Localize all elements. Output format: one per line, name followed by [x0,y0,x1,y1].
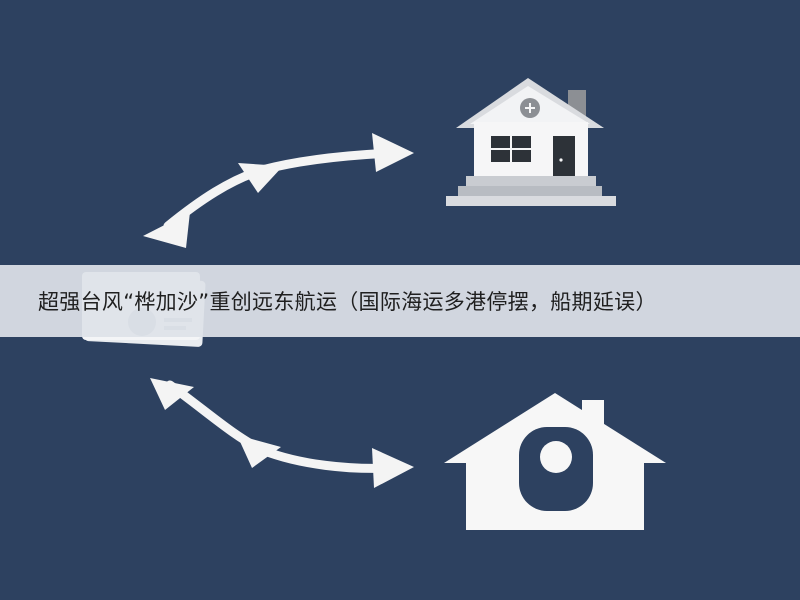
curved-double-arrow-upper-icon [143,133,414,248]
caption-text: 超强台风“桦加沙”重创远东航运（国际海运多港停摆，船期延误） [38,290,657,314]
caption-band: 超强台风“桦加沙”重创远东航运（国际海运多港停摆，船期延误） [0,265,800,337]
house-with-steps-icon [446,78,616,206]
house-outline-icon [444,393,666,530]
curved-double-arrow-lower-icon [150,378,414,488]
